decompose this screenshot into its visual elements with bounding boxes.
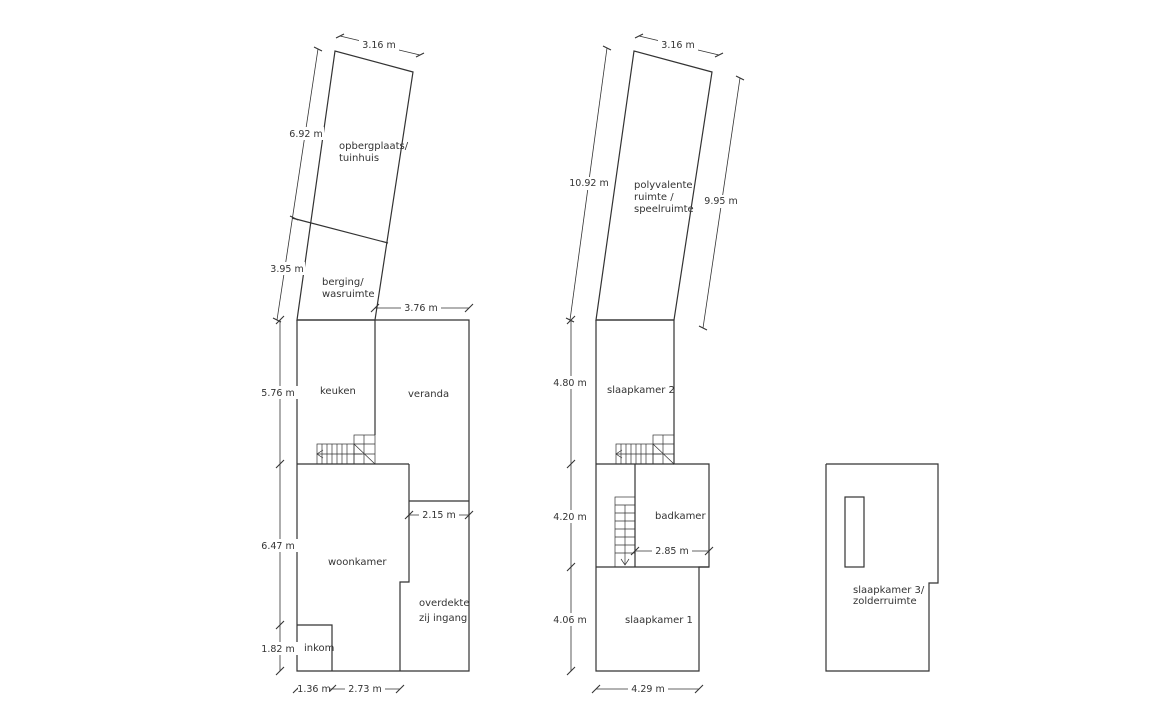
attic-plan: slaapkamer 3/ zolderruimte xyxy=(825,463,939,672)
room-label-badkamer: badkamer xyxy=(655,511,706,522)
gf-veranda-width-label: 3.76 m xyxy=(404,303,437,314)
gf-main-walls xyxy=(296,319,470,672)
ff-badkamer-width-label: 2.85 m xyxy=(655,546,688,557)
gf-woonkamer-width-label: 2.73 m xyxy=(348,684,381,695)
ff-staircase xyxy=(614,434,675,568)
room-label-wasruimte: wasruimte xyxy=(322,289,375,300)
gf-staircase xyxy=(316,434,376,465)
room-label-veranda: veranda xyxy=(408,389,449,400)
room-label-keuken: keuken xyxy=(320,386,356,397)
room-label-inkom: inkom xyxy=(304,643,334,654)
gf-annex-divider xyxy=(291,217,389,244)
attic-walls xyxy=(825,463,939,672)
room-label-zolderruimte: zolderruimte xyxy=(853,596,917,607)
gf-top-width-label: 3.16 m xyxy=(362,40,395,51)
gf-inkom-depth-label: 1.82 m xyxy=(261,644,294,655)
ff-slaapkamer1-depth-label: 4.06 m xyxy=(553,615,586,626)
ff-total-width-label: 4.29 m xyxy=(631,684,664,695)
room-label-opbergplaats: opbergplaats/ xyxy=(339,141,409,152)
ground-floor-plan: 3.16 m 6.92 m 3.95 m 3.76 m 5.76 m 6.47 … xyxy=(258,33,474,696)
ff-top-width-label: 3.16 m xyxy=(661,40,694,51)
room-label-berging: berging/ xyxy=(322,277,364,288)
gf-keuken-depth-label: 5.76 m xyxy=(261,388,294,399)
room-label-ruimte: ruimte / xyxy=(634,192,674,203)
gf-shed-depth-label: 6.92 m xyxy=(289,129,322,140)
first-floor-plan: 3.16 m 10.92 m 9.95 m 4.80 m 4.20 m 2.85… xyxy=(550,33,745,696)
room-label-slaapkamer-2: slaapkamer 2 xyxy=(607,385,675,396)
attic-stair-opening xyxy=(844,496,865,568)
room-label-slaapkamer-3: slaapkamer 3/ xyxy=(853,585,925,596)
gf-inkom-width-label: 1.36 m xyxy=(297,684,330,695)
room-label-woonkamer: woonkamer xyxy=(328,557,387,568)
ff-slaapkamer2-depth-label: 4.80 m xyxy=(553,378,586,389)
room-label-tuinhuis: tuinhuis xyxy=(339,153,379,164)
gf-side-width-label: 2.15 m xyxy=(422,510,455,521)
room-label-polyvalente: polyvalente xyxy=(634,180,693,191)
ff-dimension-lines xyxy=(565,33,745,694)
room-label-overdekte: overdekte xyxy=(419,598,470,609)
ff-poly-right-label: 9.95 m xyxy=(704,196,737,207)
gf-berging-depth-label: 3.95 m xyxy=(270,264,303,275)
room-label-zij-ingang: zij ingang xyxy=(419,613,467,624)
room-label-slaapkamer-1: slaapkamer 1 xyxy=(625,615,693,626)
ff-badkamer-depth-label: 4.20 m xyxy=(553,512,586,523)
ff-poly-left-label: 10.92 m xyxy=(569,178,608,189)
room-label-speelruimte: speelruimte xyxy=(634,204,694,215)
gf-woonkamer-depth-label: 6.47 m xyxy=(261,541,294,552)
